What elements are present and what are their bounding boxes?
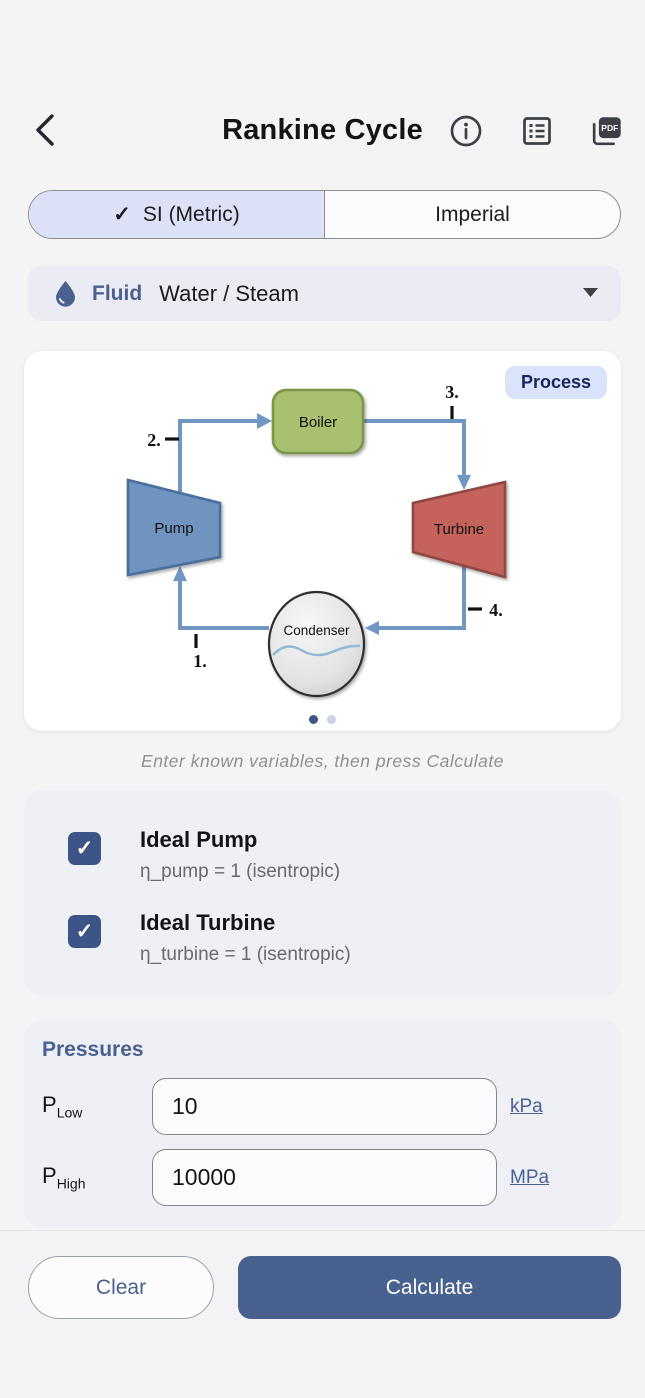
fluid-value: Water / Steam bbox=[159, 280, 299, 306]
ideal-turbine-toggle[interactable]: ✓ Ideal Turbine η_turbine = 1 (isentropi… bbox=[68, 910, 597, 966]
pdf-icon: PDF bbox=[592, 117, 621, 146]
cycle-pipes bbox=[178, 419, 466, 630]
pump-label: Pump bbox=[154, 520, 193, 537]
p-high-input[interactable] bbox=[152, 1149, 497, 1206]
carousel-dot[interactable] bbox=[327, 715, 336, 724]
toggle-title: Ideal Pump bbox=[140, 827, 258, 852]
segment-label: Imperial bbox=[435, 202, 510, 226]
chevron-down-icon bbox=[582, 285, 599, 303]
cycle-diagram-card[interactable]: Boiler Pump Turbine Condenser 2. 3. bbox=[24, 351, 621, 731]
carousel-dots bbox=[24, 715, 621, 724]
info-button[interactable] bbox=[448, 113, 484, 149]
checkmark-icon: ✓ bbox=[113, 203, 131, 226]
export-pdf-button[interactable]: PDF bbox=[588, 113, 624, 149]
fluid-label: Fluid bbox=[92, 281, 143, 305]
assumptions-card: ✓ Ideal Pump η_pump = 1 (isentropic) ✓ I… bbox=[24, 790, 621, 996]
p-low-input[interactable] bbox=[152, 1078, 497, 1135]
condenser-label: Condenser bbox=[283, 623, 350, 638]
chevron-left-icon bbox=[36, 114, 54, 146]
ideal-pump-toggle[interactable]: ✓ Ideal Pump η_pump = 1 (isentropic) bbox=[68, 827, 597, 883]
p-high-label: PHigh bbox=[42, 1163, 86, 1192]
calculate-button[interactable]: Calculate bbox=[238, 1256, 621, 1319]
turbine-shape bbox=[411, 480, 507, 579]
process-badge[interactable]: Process bbox=[504, 366, 607, 399]
pressure-row-low: PLow kPa bbox=[42, 1078, 603, 1135]
checkbox-checked[interactable]: ✓ bbox=[68, 915, 101, 948]
boiler-label: Boiler bbox=[299, 414, 337, 431]
back-button[interactable] bbox=[28, 110, 62, 150]
pressure-row-high: PHigh MPa bbox=[42, 1149, 603, 1206]
state-label-4: 4. bbox=[489, 600, 503, 620]
page-title: Rankine Cycle bbox=[222, 114, 423, 146]
state-label-2: 2. bbox=[147, 430, 161, 450]
unit-system-toggle: ✓ SI (Metric) Imperial bbox=[28, 190, 621, 239]
toggle-subtitle: η_pump = 1 (isentropic) bbox=[140, 861, 341, 882]
condenser-water-line bbox=[272, 644, 361, 657]
segment-label: SI (Metric) bbox=[142, 202, 240, 226]
summary-list-button[interactable] bbox=[519, 113, 555, 149]
checkbox-check-icon: ✓ bbox=[75, 837, 94, 860]
checkbox-check-icon: ✓ bbox=[75, 920, 94, 943]
info-icon bbox=[450, 115, 482, 147]
turbine-label: Turbine bbox=[434, 521, 484, 538]
p-low-unit-link[interactable]: kPa bbox=[510, 1095, 543, 1117]
rankine-cycle-diagram: Boiler Pump Turbine Condenser 2. 3. bbox=[126, 382, 507, 698]
pressures-heading: Pressures bbox=[42, 1038, 144, 1061]
boiler-shape bbox=[271, 388, 365, 455]
p-high-unit-link[interactable]: MPa bbox=[510, 1166, 550, 1188]
bottom-action-bar: Clear Calculate bbox=[0, 1230, 645, 1398]
p-low-label: PLow bbox=[42, 1092, 83, 1121]
pump-shape bbox=[126, 478, 222, 577]
state-ticks bbox=[165, 406, 482, 648]
state-label-3: 3. bbox=[445, 382, 459, 402]
list-icon bbox=[523, 117, 551, 145]
checkbox-checked[interactable]: ✓ bbox=[68, 832, 101, 865]
state-labels: 2. 3. 4. 1. bbox=[147, 382, 503, 671]
pipe-arrows bbox=[173, 413, 471, 635]
header: Rankine Cycle PDF bbox=[0, 100, 645, 162]
droplet-icon bbox=[56, 281, 75, 307]
svg-text:PDF: PDF bbox=[601, 123, 618, 133]
carousel-dot-active[interactable] bbox=[309, 715, 318, 724]
pressures-card: Pressures PLow kPa PHigh MPa bbox=[24, 1020, 621, 1228]
clear-button[interactable]: Clear bbox=[28, 1256, 214, 1319]
toggle-subtitle: η_turbine = 1 (isentropic) bbox=[140, 944, 351, 965]
state-label-1: 1. bbox=[193, 651, 207, 671]
fluid-selector[interactable]: Fluid Water / Steam bbox=[28, 266, 621, 321]
segment-si-metric[interactable]: ✓ SI (Metric) bbox=[29, 191, 325, 238]
condenser-shape bbox=[267, 590, 366, 698]
toggle-title: Ideal Turbine bbox=[140, 910, 276, 935]
segment-imperial[interactable]: Imperial bbox=[325, 191, 620, 238]
instruction-hint: Enter known variables, then press Calcul… bbox=[141, 751, 504, 771]
